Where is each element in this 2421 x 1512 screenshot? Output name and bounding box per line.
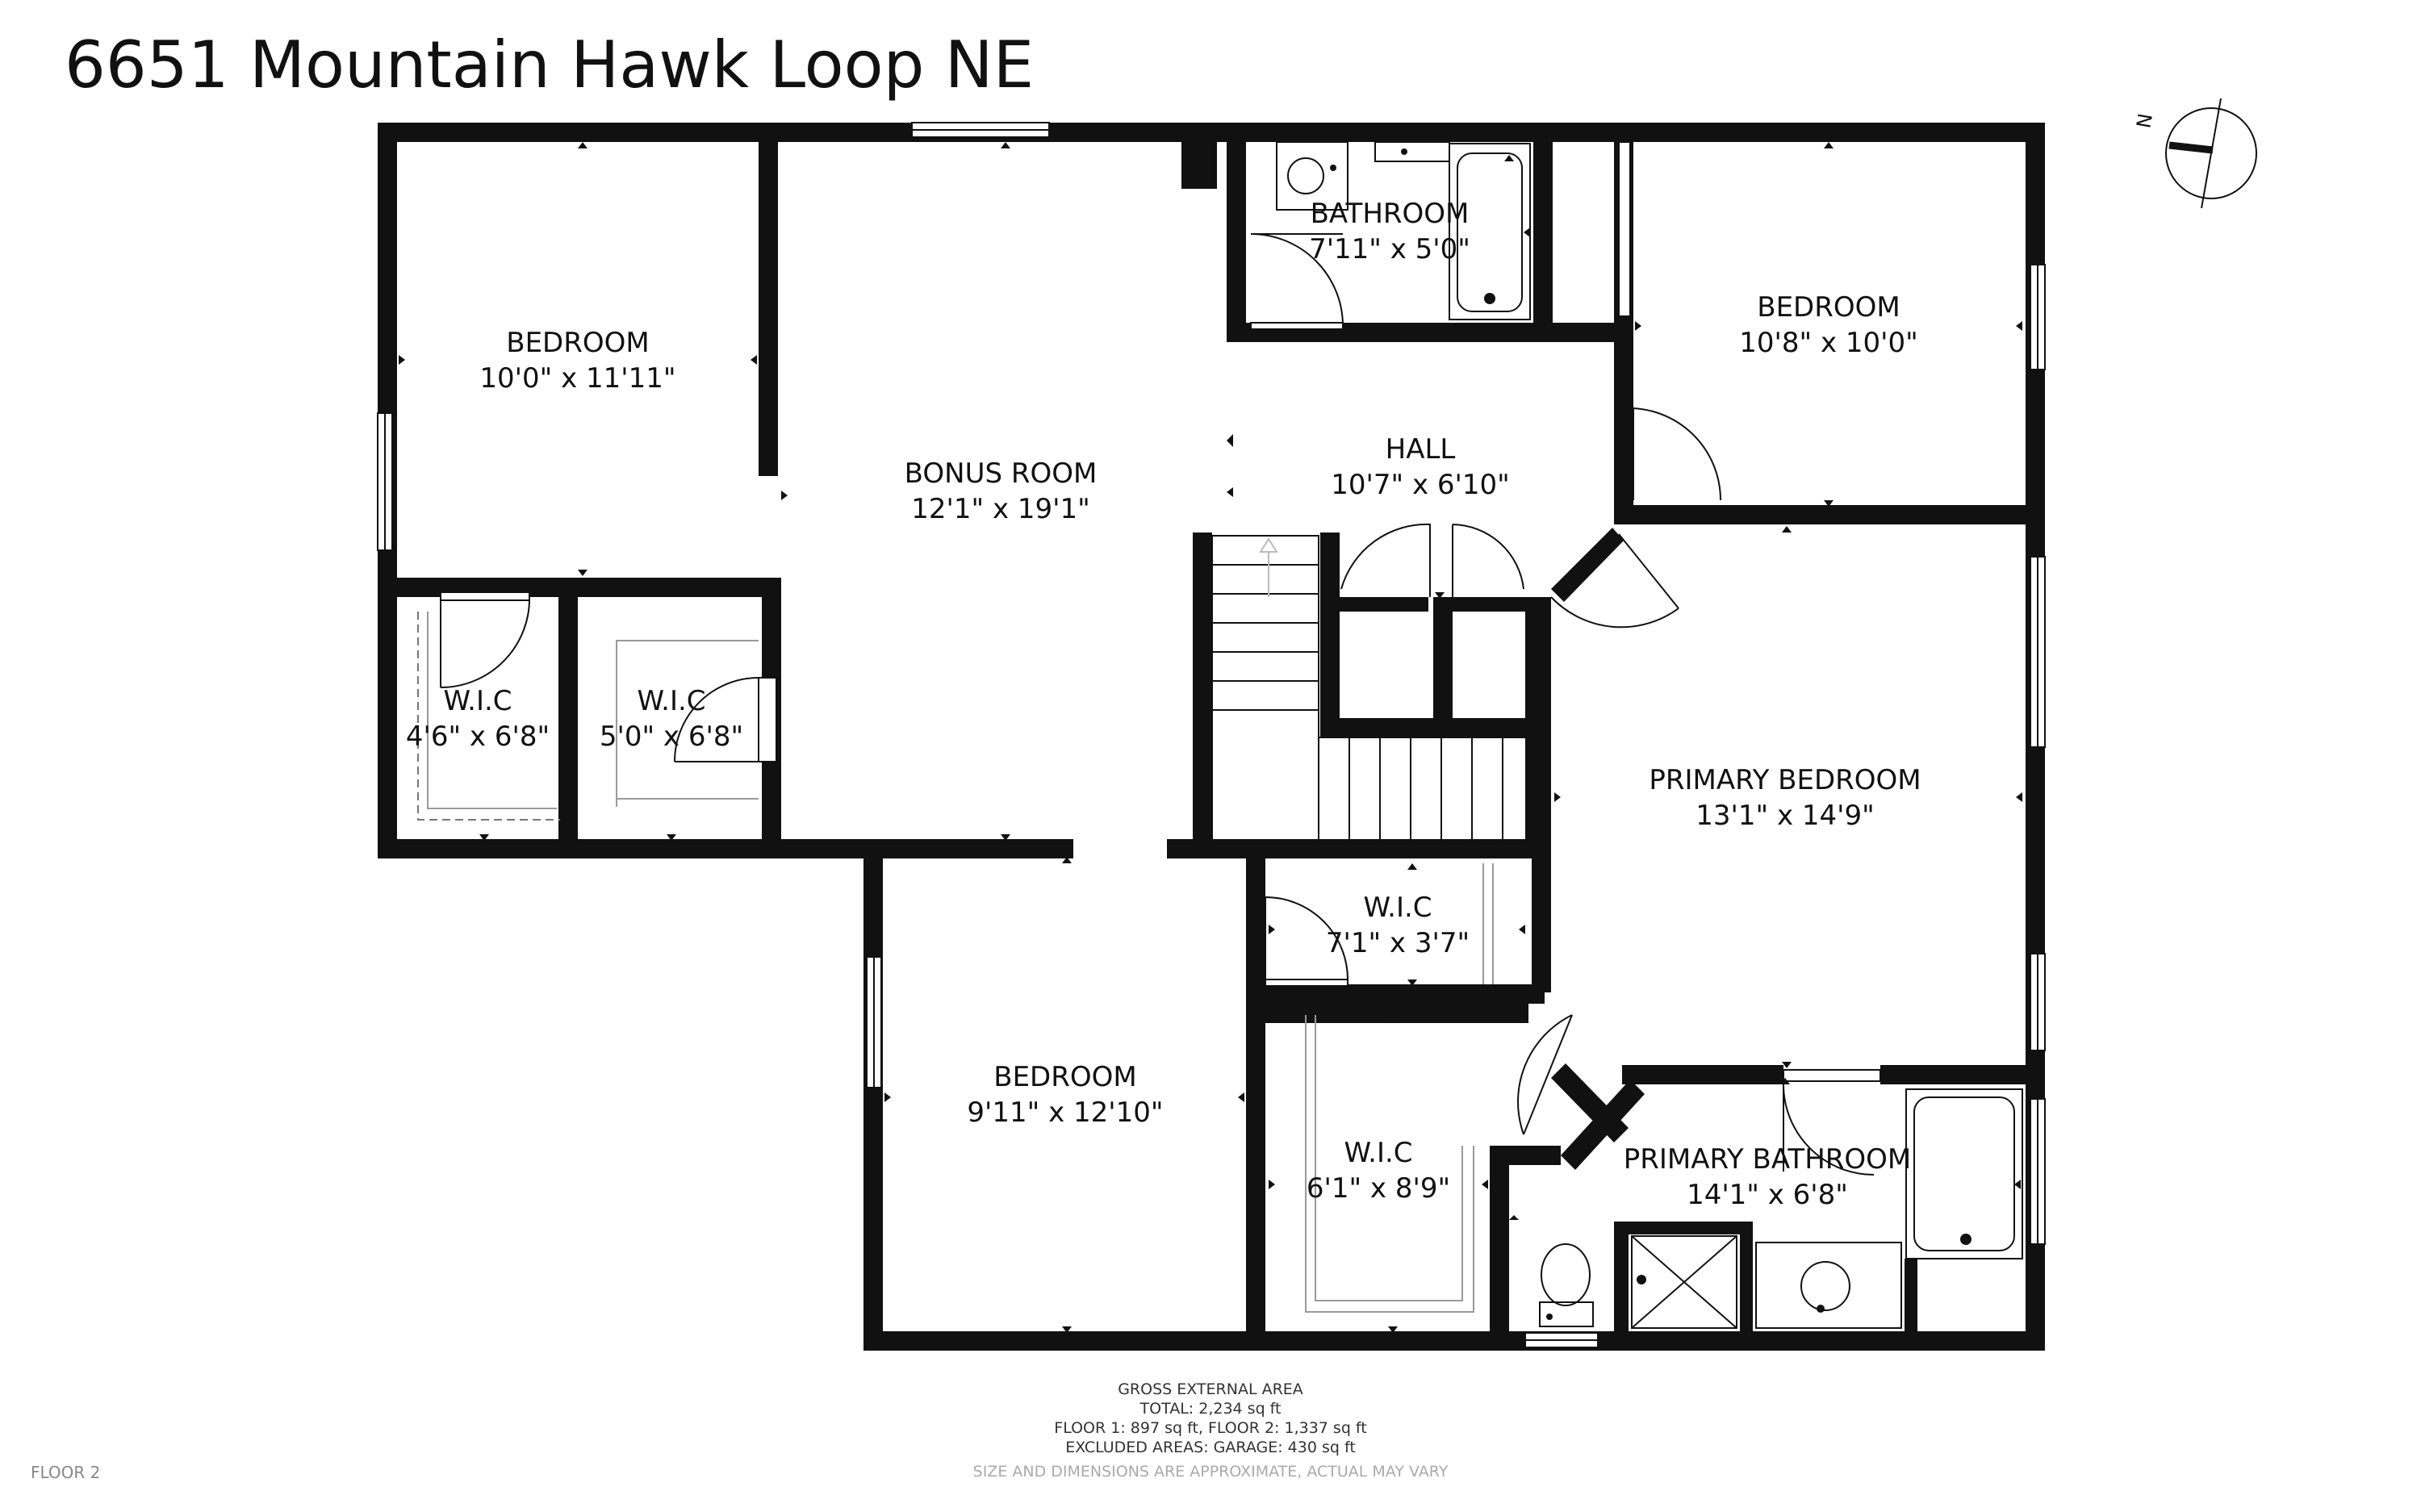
room-dimensions: 7'11" x 5'0" (1309, 233, 1470, 265)
bathtub-icon (1905, 1088, 2023, 1259)
room-bathroom: BATHROOM 7'11" x 5'0" (1309, 198, 1470, 265)
room-wic-2: W.I.C 5'0" x 6'8" (600, 685, 743, 753)
room-dimensions: 5'0" x 6'8" (600, 720, 743, 753)
room-wic-3: W.I.C 7'1" x 3'7" (1326, 892, 1470, 959)
area-heading: GROSS EXTERNAL AREA (1118, 1380, 1303, 1398)
room-dimensions: 9'11" x 12'10" (967, 1096, 1163, 1129)
dimension-markers (399, 142, 2022, 1333)
area-disclaimer: SIZE AND DIMENSIONS ARE APPROXIMATE, ACT… (973, 1463, 1449, 1481)
area-total: TOTAL: 2,234 sq ft (1139, 1400, 1282, 1418)
floor-label: FLOOR 2 (31, 1463, 100, 1482)
compass-icon: N (2132, 98, 2257, 209)
room-primary-bathroom: PRIMARY BATHROOM 14'1" x 6'8" (1624, 1143, 1912, 1211)
room-name: BEDROOM (1757, 291, 1900, 324)
area-excluded: EXCLUDED AREAS: GARAGE: 430 sq ft (1065, 1439, 1356, 1456)
walls (378, 123, 2045, 1351)
doors (440, 233, 1881, 1176)
room-dimensions: 10'7" x 6'10" (1331, 469, 1510, 501)
closet-shelves (417, 612, 1494, 1313)
page-title: 6651 Mountain Hawk Loop NE (65, 27, 1034, 102)
room-dimensions: 13'1" x 14'9" (1696, 800, 1875, 832)
room-dimensions: 10'8" x 10'0" (1739, 327, 1918, 359)
stairs (1211, 535, 1532, 851)
room-name: BATHROOM (1311, 198, 1470, 230)
toilet-icon (1374, 141, 1450, 162)
room-name: HALL (1386, 433, 1456, 466)
room-name: BEDROOM (993, 1061, 1136, 1093)
room-dimensions: 10'0" x 11'11" (479, 362, 675, 395)
room-bedroom-upper-right: BEDROOM 10'8" x 10'0" (1739, 291, 1918, 359)
room-dimensions: 14'1" x 6'8" (1687, 1179, 1848, 1211)
room-wic-1: W.I.C 4'6" x 6'8" (406, 685, 550, 753)
room-name: PRIMARY BEDROOM (1649, 764, 1921, 796)
windows (377, 122, 2046, 1348)
room-name: BEDROOM (506, 327, 649, 359)
room-dimensions: 12'1" x 19'1" (911, 493, 1090, 525)
sink-icon (1276, 141, 1348, 211)
room-labels: BEDROOM 10'0" x 11'11" BONUS ROOM 12'1" … (406, 198, 1921, 1211)
room-name: BONUS ROOM (905, 457, 1098, 490)
room-name: W.I.C (1363, 892, 1432, 924)
room-name: W.I.C (637, 685, 705, 717)
toilet-icon (1539, 1301, 1594, 1327)
room-hall: HALL 10'7" x 6'10" (1331, 433, 1510, 501)
area-floors: FLOOR 1: 897 sq ft, FLOOR 2: 1,337 sq ft (1054, 1419, 1366, 1437)
room-bedroom-lower: BEDROOM 9'11" x 12'10" (967, 1061, 1163, 1129)
room-bedroom-left: BEDROOM 10'0" x 11'11" (479, 327, 675, 395)
compass-label: N (2132, 111, 2157, 130)
fixtures (1276, 141, 2023, 1329)
room-dimensions: 7'1" x 3'7" (1326, 927, 1470, 959)
room-bonus-room: BONUS ROOM 12'1" x 19'1" (905, 457, 1098, 525)
area-summary: GROSS EXTERNAL AREA TOTAL: 2,234 sq ft F… (973, 1380, 1449, 1481)
room-dimensions: 6'1" x 8'9" (1307, 1172, 1450, 1205)
room-name: W.I.C (443, 685, 512, 717)
room-name: PRIMARY BATHROOM (1624, 1143, 1912, 1176)
room-wic-4: W.I.C 6'1" x 8'9" (1307, 1137, 1450, 1205)
sink-icon (1755, 1242, 1902, 1329)
shower-icon (1631, 1235, 1737, 1329)
room-dimensions: 4'6" x 6'8" (406, 720, 550, 753)
room-primary-bedroom: PRIMARY BEDROOM 13'1" x 14'9" (1649, 764, 1921, 832)
room-name: W.I.C (1344, 1137, 1412, 1169)
